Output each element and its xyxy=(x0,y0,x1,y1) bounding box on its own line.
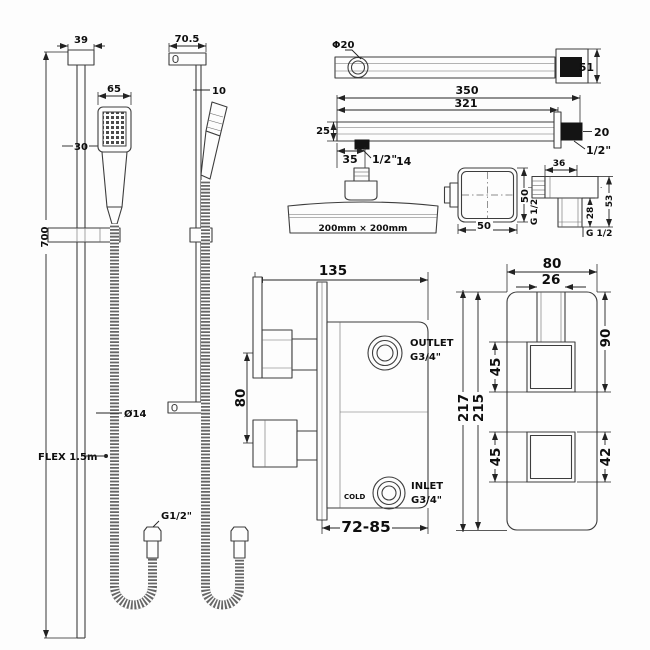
dim-350: 350 xyxy=(456,84,479,97)
outlet-label: OUTLET xyxy=(410,338,454,349)
dim-50-width: 50 xyxy=(477,221,491,232)
rail-front-view: 39 700 30 65 xyxy=(38,35,192,639)
dim-30: 30 xyxy=(74,142,88,153)
dim-80-width: 80 xyxy=(543,256,562,272)
valve-front-view: 80 26 90 45 45 42 xyxy=(456,256,614,532)
dim-20: 20 xyxy=(594,126,610,139)
dim-45-top: 45 xyxy=(488,358,504,377)
shower-head-top-view: 50 50 xyxy=(443,167,531,234)
handset-side xyxy=(200,101,228,180)
shower-arm-top-view: Φ20 51 xyxy=(332,40,601,84)
handset-front xyxy=(97,106,132,225)
dim-65: 65 xyxy=(107,84,121,95)
dim-321: 321 xyxy=(455,97,478,110)
dim-135: 135 xyxy=(319,263,347,279)
dim-hose-dia: Ø14 xyxy=(124,408,146,420)
shower-head-front-view: 200mm × 200mm xyxy=(287,167,439,234)
dim-700: 700 xyxy=(40,227,51,248)
dim-28: 28 xyxy=(586,207,596,220)
elbow-thread-left: G 1/2 xyxy=(530,199,540,225)
shower-arm-front-view: 350 321 25 35 1/2" 14 20 1/2" xyxy=(316,84,611,168)
dim-10: 10 xyxy=(212,86,226,97)
dim-80-gap: 80 xyxy=(233,389,249,408)
dim-90: 90 xyxy=(598,329,614,348)
dim-45-bottom: 45 xyxy=(488,448,504,467)
inlet-thread: G3/4" xyxy=(411,495,442,506)
cold-label: COLD xyxy=(344,493,366,501)
dim-51: 51 xyxy=(579,61,594,74)
dim-26: 26 xyxy=(542,272,561,288)
thread-half-label: 1/2" xyxy=(372,153,397,166)
dim-70-5: 70.5 xyxy=(175,34,200,45)
dim-42: 42 xyxy=(598,448,614,467)
hose-thread-label: G1/2" xyxy=(161,511,192,522)
inlet-label: INLET xyxy=(411,481,443,492)
shower-hose-side xyxy=(201,180,249,610)
dim-39: 39 xyxy=(74,35,88,46)
dim-35: 35 xyxy=(342,153,357,166)
dim-14: 14 xyxy=(396,155,412,168)
outlet-thread: G3/4" xyxy=(410,352,441,363)
elbow-thread-bottom: G 1/2 xyxy=(586,229,612,239)
thread-half-label-end: 1/2" xyxy=(586,144,611,157)
valve-side-view: 135 COLD OUTLET G3/4" INLET G3/4" 80 xyxy=(233,263,454,536)
dim-53: 53 xyxy=(605,195,615,208)
wall-elbow-view: 36 G 1/2 28 53 G 1/2 xyxy=(528,159,615,239)
dim-217: 217 xyxy=(456,394,472,422)
rail-side-view: 70.5 10 xyxy=(167,34,249,610)
dia-20-label: Φ20 xyxy=(332,40,354,51)
dim-50-depth: 50 xyxy=(520,189,531,203)
dim-36: 36 xyxy=(553,159,566,169)
dim-215: 215 xyxy=(471,394,487,422)
head-size-label: 200mm × 200mm xyxy=(319,224,408,234)
dim-72-85: 72-85 xyxy=(341,518,391,536)
dim-25: 25 xyxy=(316,126,330,137)
shower-hose-front xyxy=(110,224,162,610)
flex-label: FLEX 1.5m xyxy=(38,452,97,463)
